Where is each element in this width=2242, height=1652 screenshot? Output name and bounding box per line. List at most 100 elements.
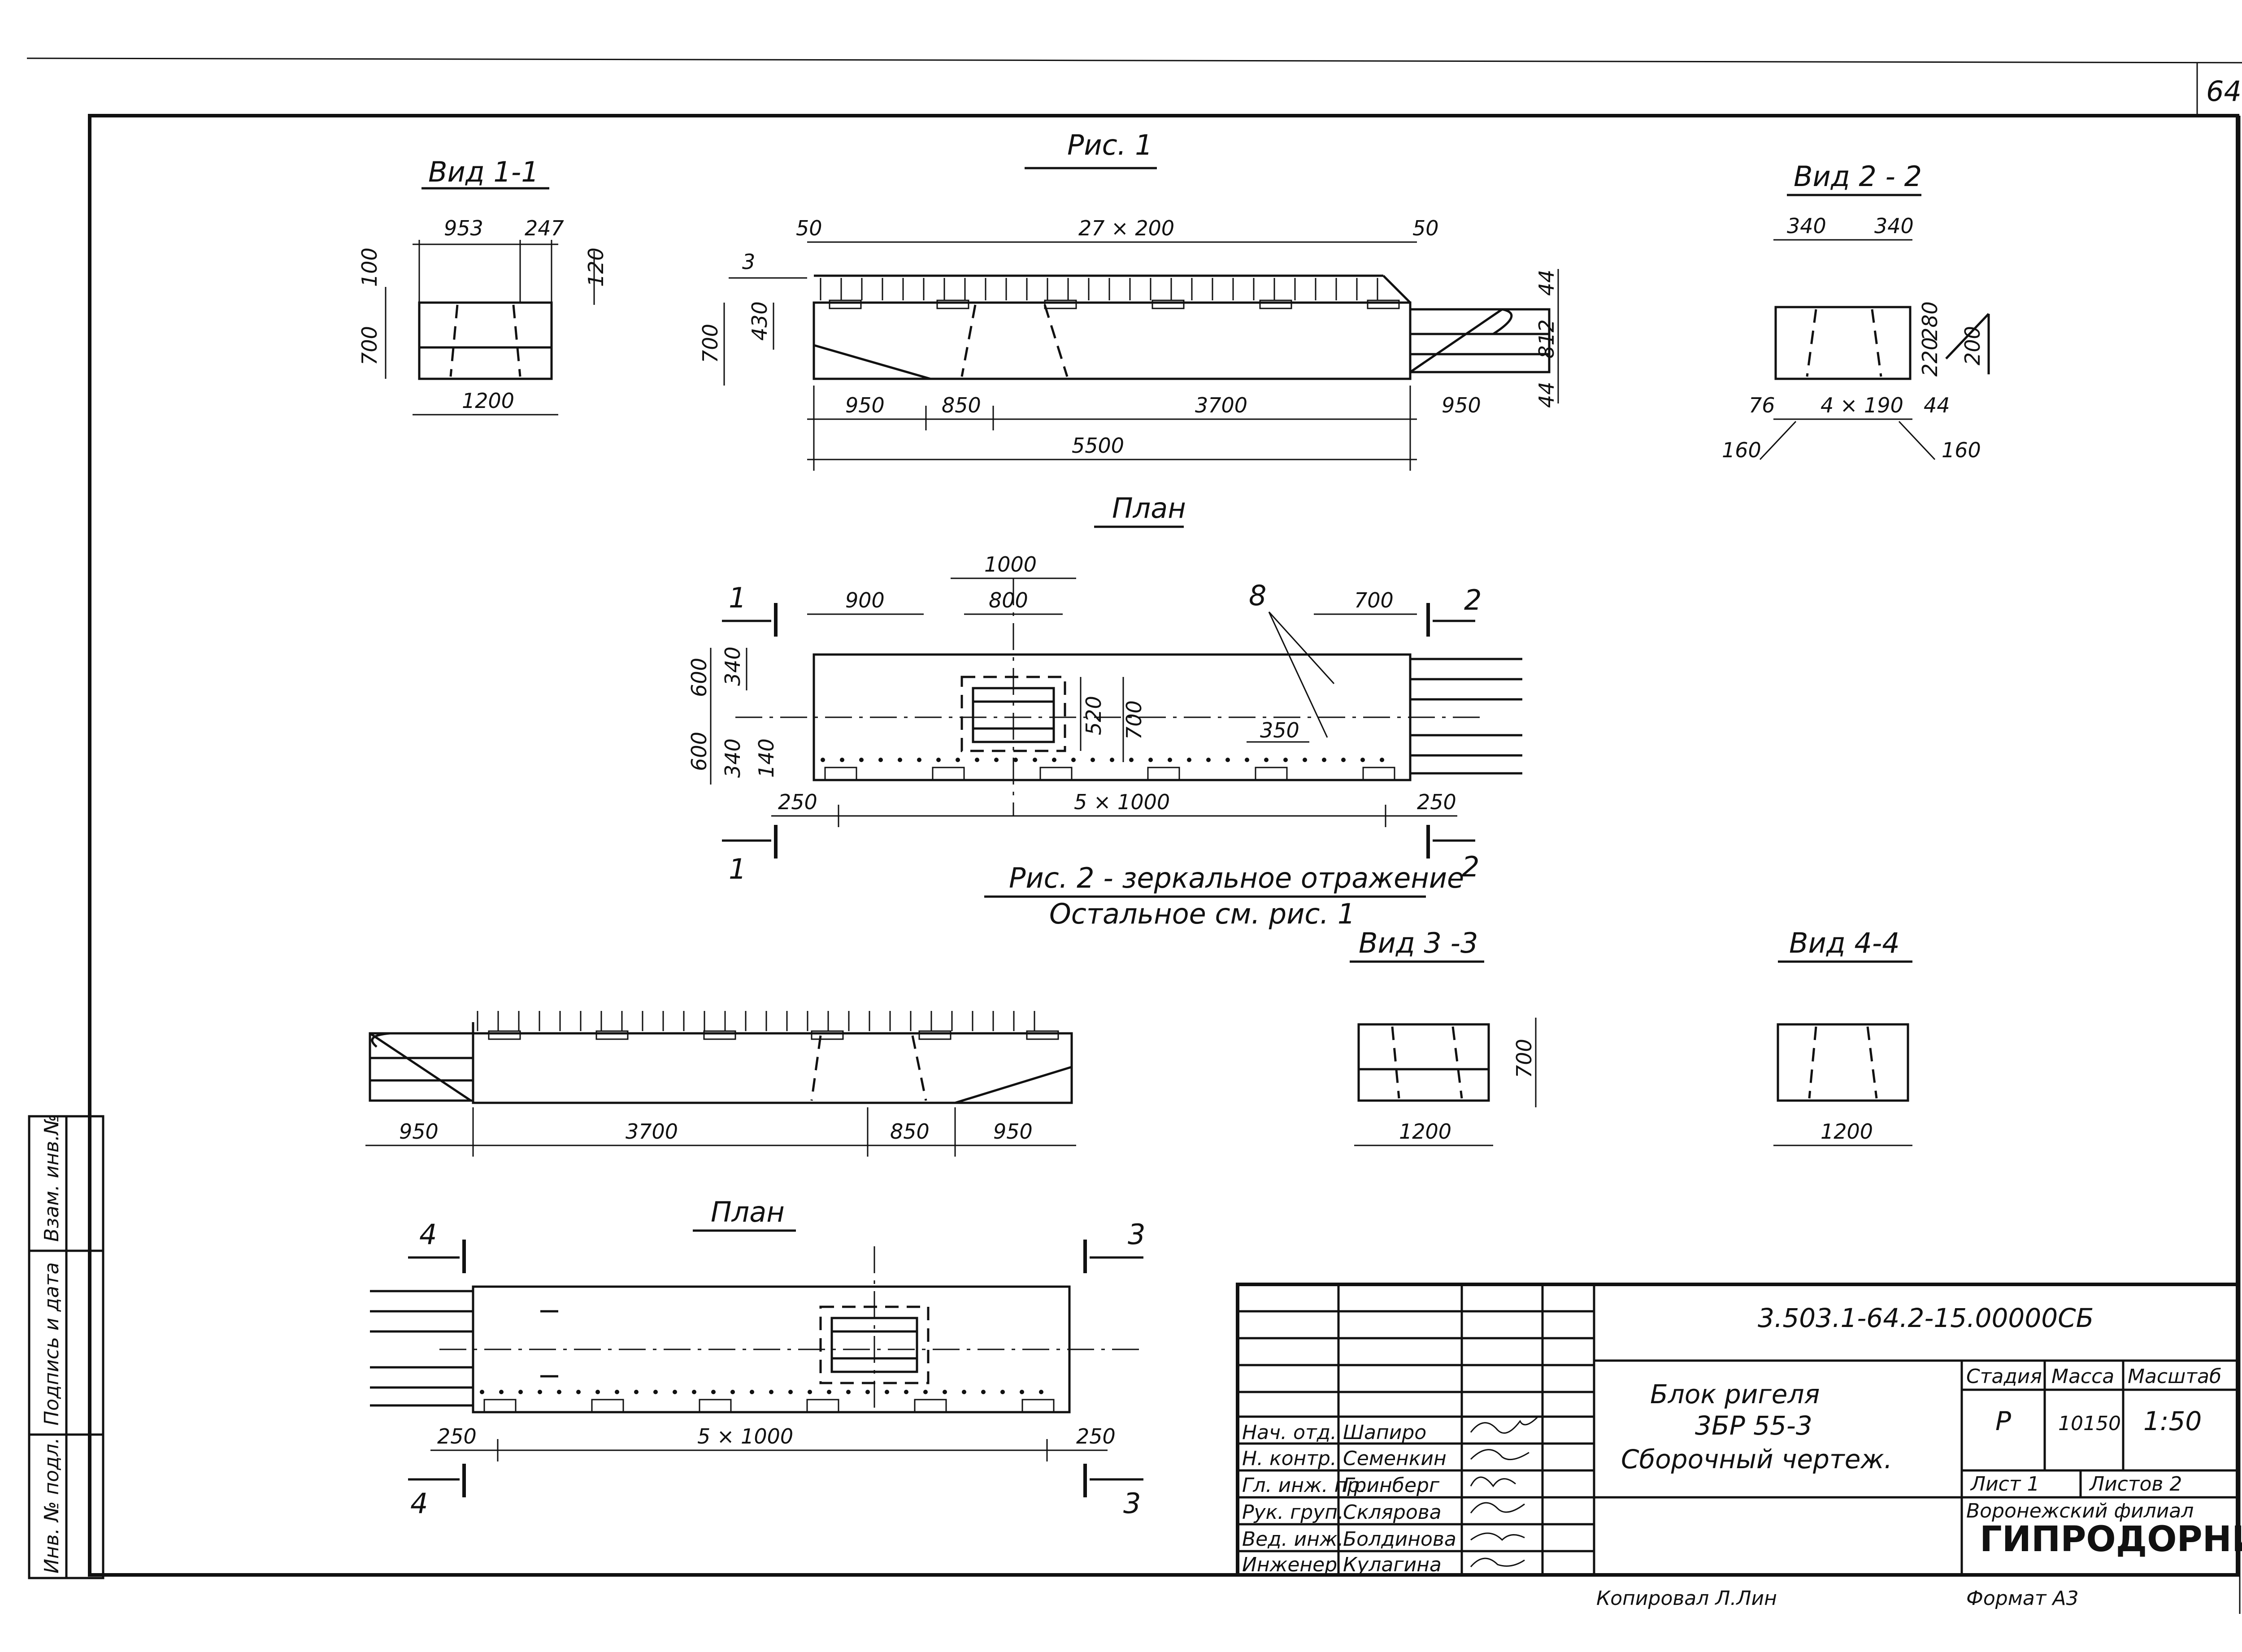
dim-label: 250 <box>1076 1424 1116 1448</box>
rebar-dot <box>1000 1390 1005 1394</box>
section-marker: 4 <box>419 1218 437 1251</box>
rebar-dot <box>962 1390 966 1394</box>
view-1-1: Вид 1-1 953 247 100 120 700 1200 <box>357 156 608 416</box>
rebar-dot <box>936 758 941 762</box>
sign-role: Инженер <box>1242 1553 1337 1576</box>
scale-header: Масштаб <box>2128 1365 2221 1388</box>
dim-label: 950 <box>1442 393 1481 417</box>
sign-name: Кулагина <box>1343 1553 1442 1576</box>
plan-1: План 1000 800 900 700 8 600 340 600 340 <box>687 492 1522 885</box>
rebar-dot <box>943 1390 947 1394</box>
dim-label: 340 <box>721 646 745 686</box>
dim-label: 27 × 200 <box>1078 216 1174 240</box>
dim-label: 120 <box>584 247 608 287</box>
rebar-dot <box>898 758 902 762</box>
view-title: Вид 1-1 <box>428 156 539 188</box>
dim-label: 160 <box>1722 438 1761 462</box>
bearing-pad <box>591 1399 624 1413</box>
rebar-dot <box>885 1390 889 1394</box>
rebar-dot <box>1129 758 1134 762</box>
rebar-dots <box>821 758 1384 762</box>
rebar-dot <box>1148 758 1153 762</box>
sign-role: Гл. инж. пр. <box>1242 1474 1366 1497</box>
rebar-dot <box>1091 758 1095 762</box>
mass-value: 10150 <box>2058 1412 2121 1435</box>
rebar-dot <box>1225 758 1230 762</box>
sheet-number: 64 <box>2206 75 2242 108</box>
dim-label: 700 <box>1512 1039 1536 1078</box>
bearing-pad <box>1255 767 1288 781</box>
dim-label: 3700 <box>626 1119 678 1144</box>
drawing-frame <box>26 57 2242 1614</box>
product-name: Блок ригеля <box>1650 1379 1820 1409</box>
rebar-dot <box>711 1390 716 1394</box>
rebar-dot <box>1110 758 1114 762</box>
dim-label: 44 <box>1924 393 1950 417</box>
title-block: 3.503.1-64.2-15.00000СБ Блок ригеля 3БР … <box>1236 1283 2242 1577</box>
view-title: Вид 2 - 2 <box>1794 160 1922 193</box>
bearing-pad <box>1147 767 1180 781</box>
dim-label: 5 × 1000 <box>1074 790 1170 814</box>
dim-label: 4 × 190 <box>1821 393 1903 417</box>
dim-label: 44 <box>1534 269 1559 296</box>
drawing-type: Сборочный чертеж. <box>1621 1444 1892 1474</box>
dim-label: 950 <box>845 393 885 417</box>
dim-label: 340 <box>1874 214 1914 238</box>
bearing-pad <box>1039 767 1073 781</box>
rebar-dot <box>1264 758 1269 762</box>
side-stamp-label: Взам. инв.№ <box>40 1114 63 1242</box>
anchor-studs <box>820 278 1400 309</box>
mass-header: Масса <box>2051 1365 2114 1388</box>
dim-label: 220 <box>1918 337 1942 377</box>
anchor-studs <box>477 1011 1059 1040</box>
dim-label: 1200 <box>1821 1119 1873 1144</box>
format-label: Формат А3 <box>1966 1587 2079 1610</box>
dim-label: 160 <box>1942 438 1981 462</box>
section-marker: 1 <box>729 581 746 614</box>
dim-label: 800 <box>989 588 1028 612</box>
dim-label: 850 <box>890 1119 930 1144</box>
embedded-plate <box>1151 299 1185 309</box>
leader-label: 8 <box>1249 579 1266 612</box>
dim-label: 44 <box>1534 382 1559 408</box>
dim-label: 250 <box>437 1424 477 1448</box>
rebar-dot <box>1033 758 1037 762</box>
fig-1-elevation: Рис. 1 50 27 × 200 50 3 700 430 44 812 4… <box>698 129 1559 471</box>
rebar-dot <box>1187 758 1191 762</box>
dim-label: 250 <box>778 790 817 814</box>
rebar-dot <box>917 758 921 762</box>
rebar-dot <box>1052 758 1056 762</box>
dim-label: 3 <box>742 250 755 274</box>
bearing-pads <box>824 767 1395 781</box>
rebar-dot <box>673 1390 677 1394</box>
dim-label: 5 × 1000 <box>697 1424 793 1448</box>
rebar-dot <box>595 1390 600 1394</box>
section-marker: 3 <box>1128 1218 1145 1251</box>
embedded-plate <box>595 1030 629 1040</box>
rebar-dot <box>480 1390 484 1394</box>
rebar-dot <box>904 1390 908 1394</box>
dim-label: 850 <box>942 393 981 417</box>
rebar-dot <box>821 758 825 762</box>
dim-label: 600 <box>687 658 711 697</box>
dim-label: 340 <box>721 738 745 778</box>
embedded-plate <box>936 299 969 309</box>
sign-name: Шапиро <box>1343 1421 1426 1444</box>
dim-label: 700 <box>1354 588 1394 612</box>
dim-label: 900 <box>845 588 885 612</box>
dim-label: 280 <box>1918 301 1942 341</box>
fig-2-elevation: 950 3700 850 950 <box>365 1011 1076 1157</box>
bearing-pad <box>806 1399 839 1413</box>
dim-label: 350 <box>1260 718 1299 742</box>
dim-label: 700 <box>1122 700 1146 740</box>
rebar-dots <box>480 1390 1043 1394</box>
rebar-dot <box>956 758 960 762</box>
bearing-pad <box>824 767 857 781</box>
rebar-dot <box>1245 758 1249 762</box>
rebar-dot <box>1380 758 1384 762</box>
dim-label: 50 <box>796 216 822 240</box>
embedded-plate <box>918 1030 952 1040</box>
dim-label: 700 <box>698 324 722 363</box>
embedded-plate <box>829 299 862 309</box>
doc-code: 3.503.1-64.2-15.00000СБ <box>1758 1303 2094 1333</box>
